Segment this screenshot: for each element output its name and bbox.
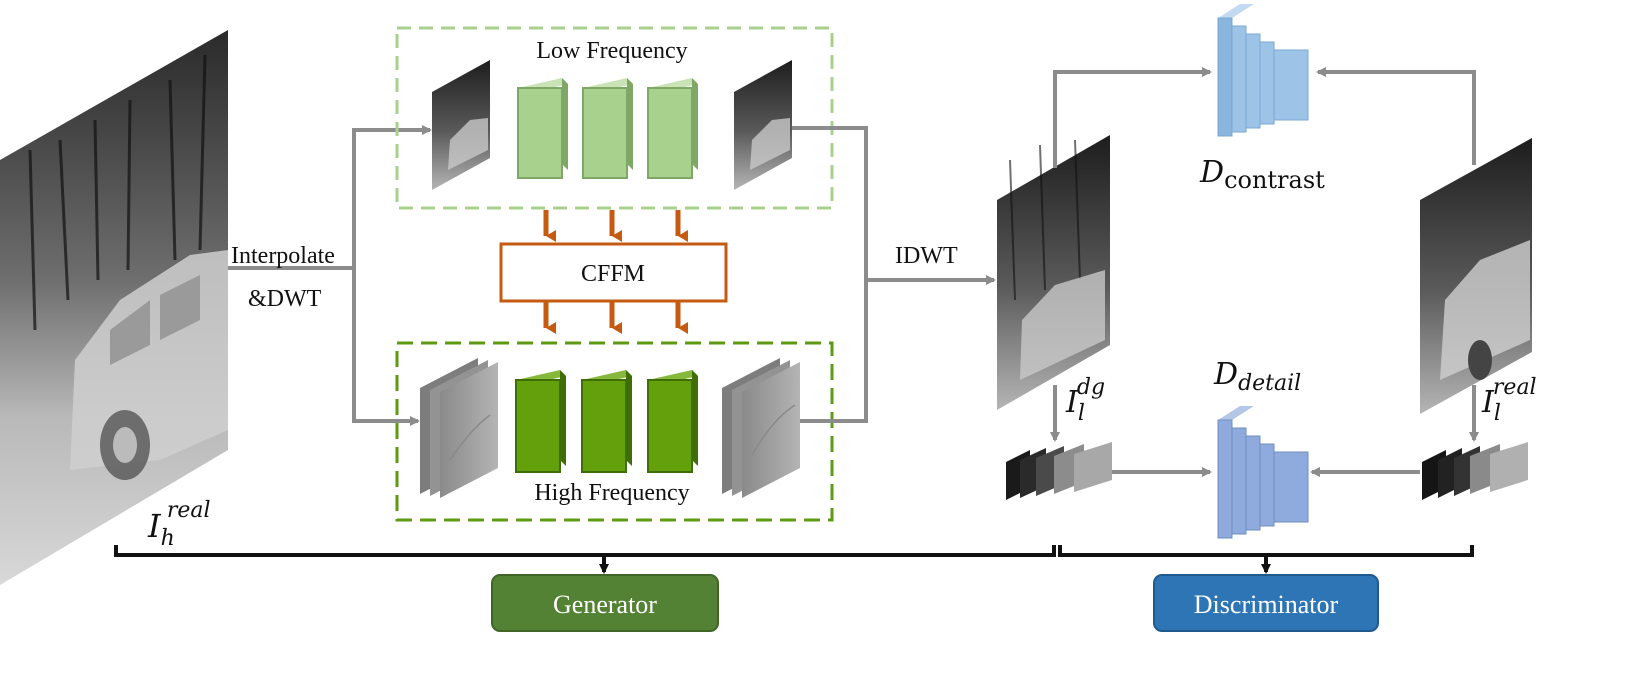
generator-label: Generator [553,590,657,619]
d-contrast-network [1217,4,1309,137]
input-image-hr [0,30,228,585]
hf-conv-block-3 [647,370,698,473]
hf-conv-block-1 [515,370,566,473]
d-contrast-symbol: Dcontrast [1199,155,1325,194]
discriminator-label: Discriminator [1194,590,1339,619]
interpolate-label: Interpolate [231,243,335,269]
hf-conv-block-2 [581,370,632,473]
generator-badge [491,574,719,632]
merge-connector [792,126,996,423]
d-detail-symbol: Ddetail [1213,357,1301,396]
real-lr-image [1420,138,1532,414]
hf-output-stack [722,358,800,498]
dwt-label: &DWT [248,286,322,312]
lf-output-image [734,60,792,190]
cffm-connectors [543,210,688,334]
lf-conv-block-1 [517,78,568,179]
contrast-input-arrows [1053,67,1476,168]
real-hf-patches [1422,442,1528,500]
lf-conv-block-2 [582,78,633,179]
cffm-box [499,242,728,303]
idwt-label: IDWT [895,243,958,269]
low-frequency-label: Low Frequency [536,38,687,64]
i-h-real-symbol: Ihreal [147,498,211,551]
i-l-dg-symbol: Ildg [1065,375,1105,426]
lf-input-image [432,60,490,190]
high-frequency-label: High Frequency [534,480,689,506]
cffm-label: CFFM [581,261,645,287]
generated-hf-patches [1006,442,1112,500]
discriminator-bracket [1058,545,1474,574]
lf-conv-block-3 [647,78,698,179]
generator-bracket [114,545,1056,574]
hf-input-stack [420,358,498,498]
discriminator-badge [1153,574,1379,632]
i-l-real-symbol: Ilreal [1481,375,1537,426]
high-frequency-box [395,341,834,522]
d-detail-network [1217,406,1309,539]
generated-lr-image [997,135,1110,410]
split-connector [228,125,432,426]
